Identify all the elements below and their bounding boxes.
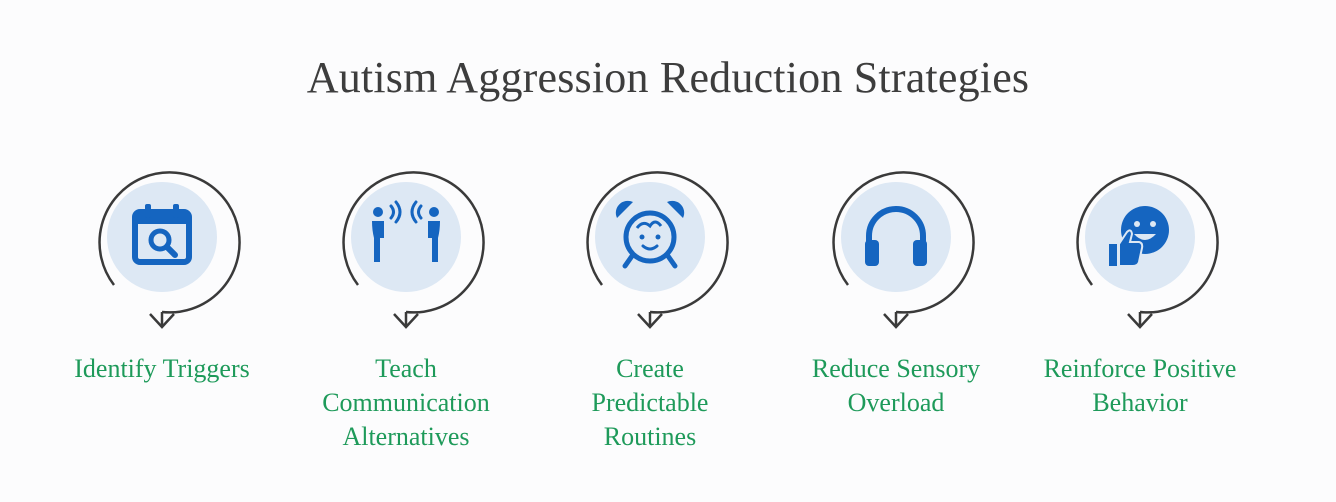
icon-circle: [595, 182, 705, 292]
step-reinforce-behavior: Reinforce Positive Behavior: [1020, 150, 1260, 480]
icon-circle: [107, 182, 217, 292]
smile-thumbs-up-icon: [1109, 206, 1169, 267]
step-reduce-sensory: Reduce Sensory Overload: [776, 150, 1016, 480]
step-label: Reduce Sensory Overload: [811, 354, 981, 417]
step-label: Reinforce Positive Behavior: [1043, 354, 1237, 417]
step-label: Teach Communication Alternatives: [322, 354, 490, 451]
circular-arrow: [342, 171, 485, 329]
icon-circle: [351, 182, 461, 292]
circular-arrow: [586, 171, 729, 329]
icon-circle: [1085, 182, 1195, 292]
step-label: Identify Triggers: [74, 354, 250, 383]
calendar-search-icon: [132, 204, 192, 265]
step-predictable-routines: Create Predictable Routines: [530, 150, 770, 480]
step-identify-triggers: Identify Triggers: [42, 150, 282, 480]
diagram-title: Autism Aggression Reduction Strategies: [306, 53, 1030, 102]
headphones-icon: [865, 206, 927, 266]
people-talking-icon: [372, 200, 440, 262]
alarm-clock-icon: [615, 200, 685, 269]
step-teach-communication: Teach Communication Alternatives: [286, 150, 526, 480]
circular-arrow: [832, 171, 975, 329]
circular-arrow: [1076, 171, 1219, 329]
circular-arrow: [98, 171, 241, 329]
step-label: Create Predictable Routines: [591, 354, 709, 451]
icon-circle: [841, 182, 951, 292]
